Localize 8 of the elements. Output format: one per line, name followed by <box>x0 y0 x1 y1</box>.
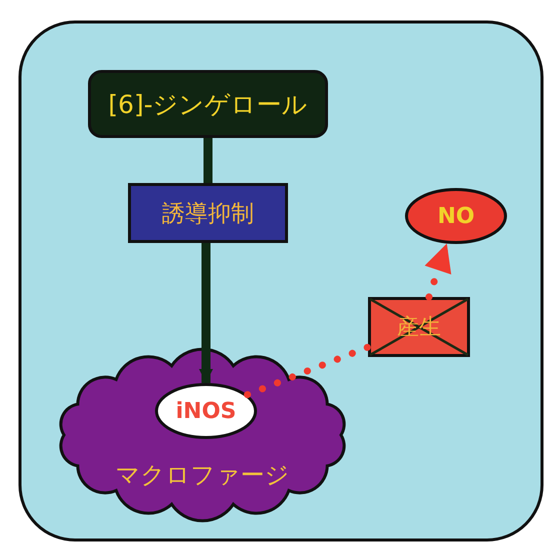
node-label: iNOS <box>176 398 236 424</box>
connector-line <box>204 138 212 183</box>
arrow <box>199 243 213 383</box>
node-label: [6]-ジンゲロール <box>108 88 308 120</box>
node-label: NO <box>437 204 475 228</box>
node-label: 誘導抑制 <box>162 200 254 228</box>
node-label: マクロファージ <box>116 460 290 491</box>
connector-line <box>244 344 372 398</box>
